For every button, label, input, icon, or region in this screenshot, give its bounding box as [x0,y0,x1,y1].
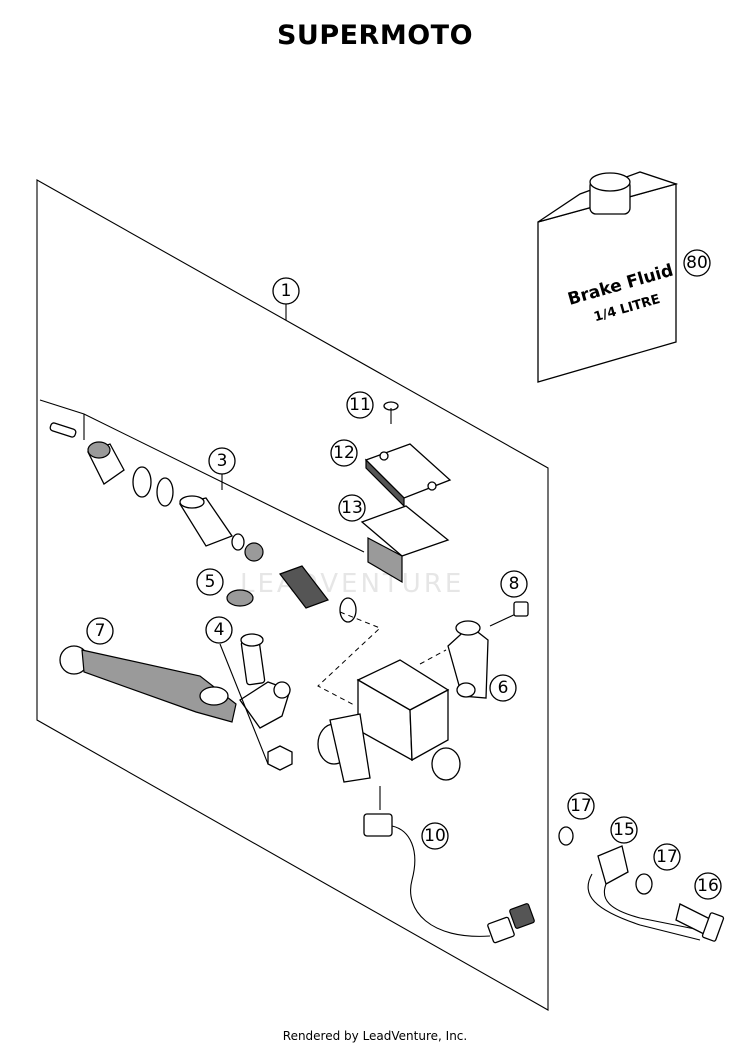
cap-screw [383,401,399,424]
watermark-text: LEADVENTURE [240,569,464,599]
callout-4: 4 [205,616,233,644]
svg-text:17: 17 [656,847,678,867]
callout-13: 13 [338,494,366,522]
svg-text:80: 80 [686,253,708,273]
callout-8: 8 [500,570,528,598]
svg-text:5: 5 [205,572,216,592]
assembly-guide-2 [419,649,447,665]
piston [178,495,264,562]
handlebar-clamp [447,620,489,699]
callout-80: 80 [683,249,711,277]
svg-text:13: 13 [341,498,363,518]
brake-lever [59,645,291,729]
seal-rings [132,466,174,507]
svg-text:17: 17 [570,796,592,816]
svg-text:11: 11 [349,395,371,415]
leader-4 [219,643,269,765]
brake-fluid-bottle: Brake Fluid 1/4 LITRE [537,171,679,383]
callout-12: 12 [330,439,358,467]
callout-11: 11 [346,391,374,419]
callout-6: 6 [489,674,517,702]
svg-text:10: 10 [424,826,446,846]
master-cylinder [317,659,461,783]
assembly-guide [317,611,381,707]
brake-light-switch [363,786,535,944]
washer [226,589,254,607]
callout-5: 5 [196,568,224,596]
callout-3: 3 [208,447,236,475]
reservoir-cap [364,443,452,508]
svg-text:12: 12 [333,443,355,463]
diaphragm [360,505,450,584]
callout-17a: 17 [567,792,595,820]
clamp-bolt [489,601,529,627]
callout-1: 1 [272,277,300,305]
spring [279,565,357,623]
svg-text:15: 15 [613,820,635,840]
svg-text:1: 1 [281,281,292,301]
pin-and-boot [49,422,125,485]
brake-hose-fittings [558,826,725,942]
callout-17b: 17 [653,843,681,871]
callout-7: 7 [86,617,114,645]
callout-16: 16 [694,872,722,900]
callout-15: 15 [610,816,638,844]
assembly-frame [36,179,549,1011]
callout-10: 10 [421,822,449,850]
svg-text:4: 4 [214,620,225,640]
svg-text:16: 16 [697,876,719,896]
footer-credit: Rendered by LeadVenture, Inc. [282,1029,468,1043]
svg-text:8: 8 [509,574,520,594]
svg-text:7: 7 [95,621,106,641]
svg-text:6: 6 [498,678,509,698]
svg-text:3: 3 [217,451,228,471]
page-title: SUPERMOTO [276,20,474,51]
